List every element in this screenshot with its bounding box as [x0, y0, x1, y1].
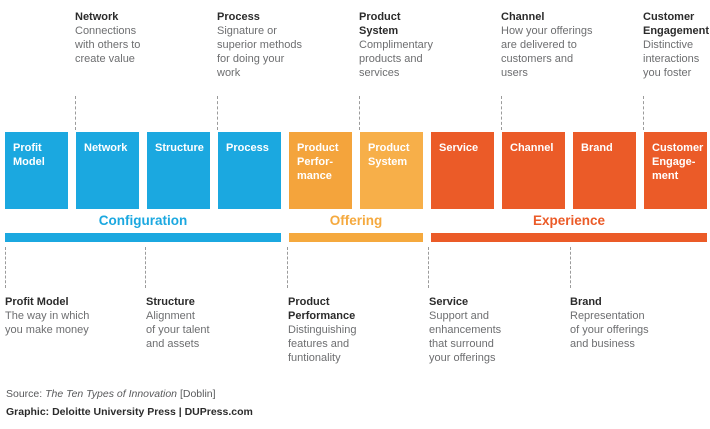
dashed-connector: [570, 247, 571, 288]
box-channel: Channel: [502, 132, 565, 209]
annotation-description: Complimentary products and services: [359, 39, 433, 79]
category-bar-configuration: [5, 233, 281, 242]
bottom-annotation-brand: Brand Representation of your offerings a…: [570, 295, 682, 351]
annotation-description: Distinguishing features and funtionality: [288, 324, 357, 364]
top-annotation-network: Network Connections with others to creat…: [75, 10, 187, 66]
category-label-experience: Experience: [532, 213, 606, 228]
category-bar-offering: [289, 233, 423, 242]
annotation-title: Network: [75, 11, 119, 23]
category-bar-experience: [431, 233, 707, 242]
box-structure: Structure: [147, 132, 210, 209]
category-label-configuration: Configuration: [98, 213, 188, 228]
dashed-connector: [501, 96, 502, 130]
box-customer-engagement: Customer Engage- ment: [644, 132, 707, 209]
annotation-description: The way in which you make money: [5, 310, 90, 336]
annotation-title: Product System: [359, 11, 401, 37]
graphic-credit: Graphic: Deloitte University Press | DUP…: [6, 406, 253, 418]
annotation-title: Customer Engagement: [643, 11, 710, 37]
dashed-connector: [359, 96, 360, 130]
top-annotation-customer-engagement: Customer Engagement Distinctive interact…: [643, 10, 710, 80]
dashed-connector: [428, 247, 429, 288]
box-service: Service: [431, 132, 494, 209]
annotation-description: Connections with others to create value: [75, 25, 141, 65]
annotation-description: How your offerings are delivered to cust…: [501, 25, 593, 79]
annotation-description: Representation of your offerings and bus…: [570, 310, 649, 350]
annotation-description: Distinctive interactions you foster: [643, 39, 700, 79]
annotation-title: Service: [429, 296, 469, 308]
box-profit-model: Profit Model: [5, 132, 68, 209]
dashed-connector: [643, 96, 644, 130]
source-credit: Source: The Ten Types of Innovation [Dob…: [6, 388, 216, 400]
dashed-connector: [5, 247, 6, 288]
annotation-title: Profit Model: [5, 296, 69, 308]
box-product-performance: Product Perfor- mance: [289, 132, 352, 209]
box-network: Network: [76, 132, 139, 209]
annotation-description: Signature or superior methods for doing …: [217, 25, 302, 79]
top-annotation-product-system: Product System Complimentary products an…: [359, 10, 471, 80]
bottom-annotation-product-performance: Product Performance Distinguishing featu…: [288, 295, 400, 365]
annotation-description: Alignment of your talent and assets: [146, 310, 210, 350]
box-process: Process: [218, 132, 281, 209]
annotation-title: Process: [217, 11, 260, 23]
source-suffix: [Doblin]: [177, 388, 216, 400]
category-label-offering: Offering: [329, 213, 383, 228]
top-annotation-process: Process Signature or superior methods fo…: [217, 10, 329, 80]
annotation-title: Structure: [146, 296, 195, 308]
dashed-connector: [217, 96, 218, 130]
dashed-connector: [75, 96, 76, 130]
bottom-annotation-structure: Structure Alignment of your talent and a…: [146, 295, 258, 351]
bottom-annotation-profit-model: Profit Model The way in which you make m…: [5, 295, 117, 337]
top-annotation-channel: Channel How your offerings are delivered…: [501, 10, 613, 80]
dashed-connector: [145, 247, 146, 288]
box-product-system: Product System: [360, 132, 423, 209]
dashed-connector: [287, 247, 288, 288]
box-brand: Brand: [573, 132, 636, 209]
source-prefix: Source:: [6, 388, 46, 400]
annotation-title: Channel: [501, 11, 545, 23]
annotation-description: Support and enhancements that surround y…: [429, 310, 502, 364]
annotation-title: Product Performance: [288, 296, 356, 322]
bottom-annotation-service: Service Support and enhancements that su…: [429, 295, 541, 365]
annotation-title: Brand: [570, 296, 602, 308]
source-title: The Ten Types of Innovation: [45, 388, 178, 400]
